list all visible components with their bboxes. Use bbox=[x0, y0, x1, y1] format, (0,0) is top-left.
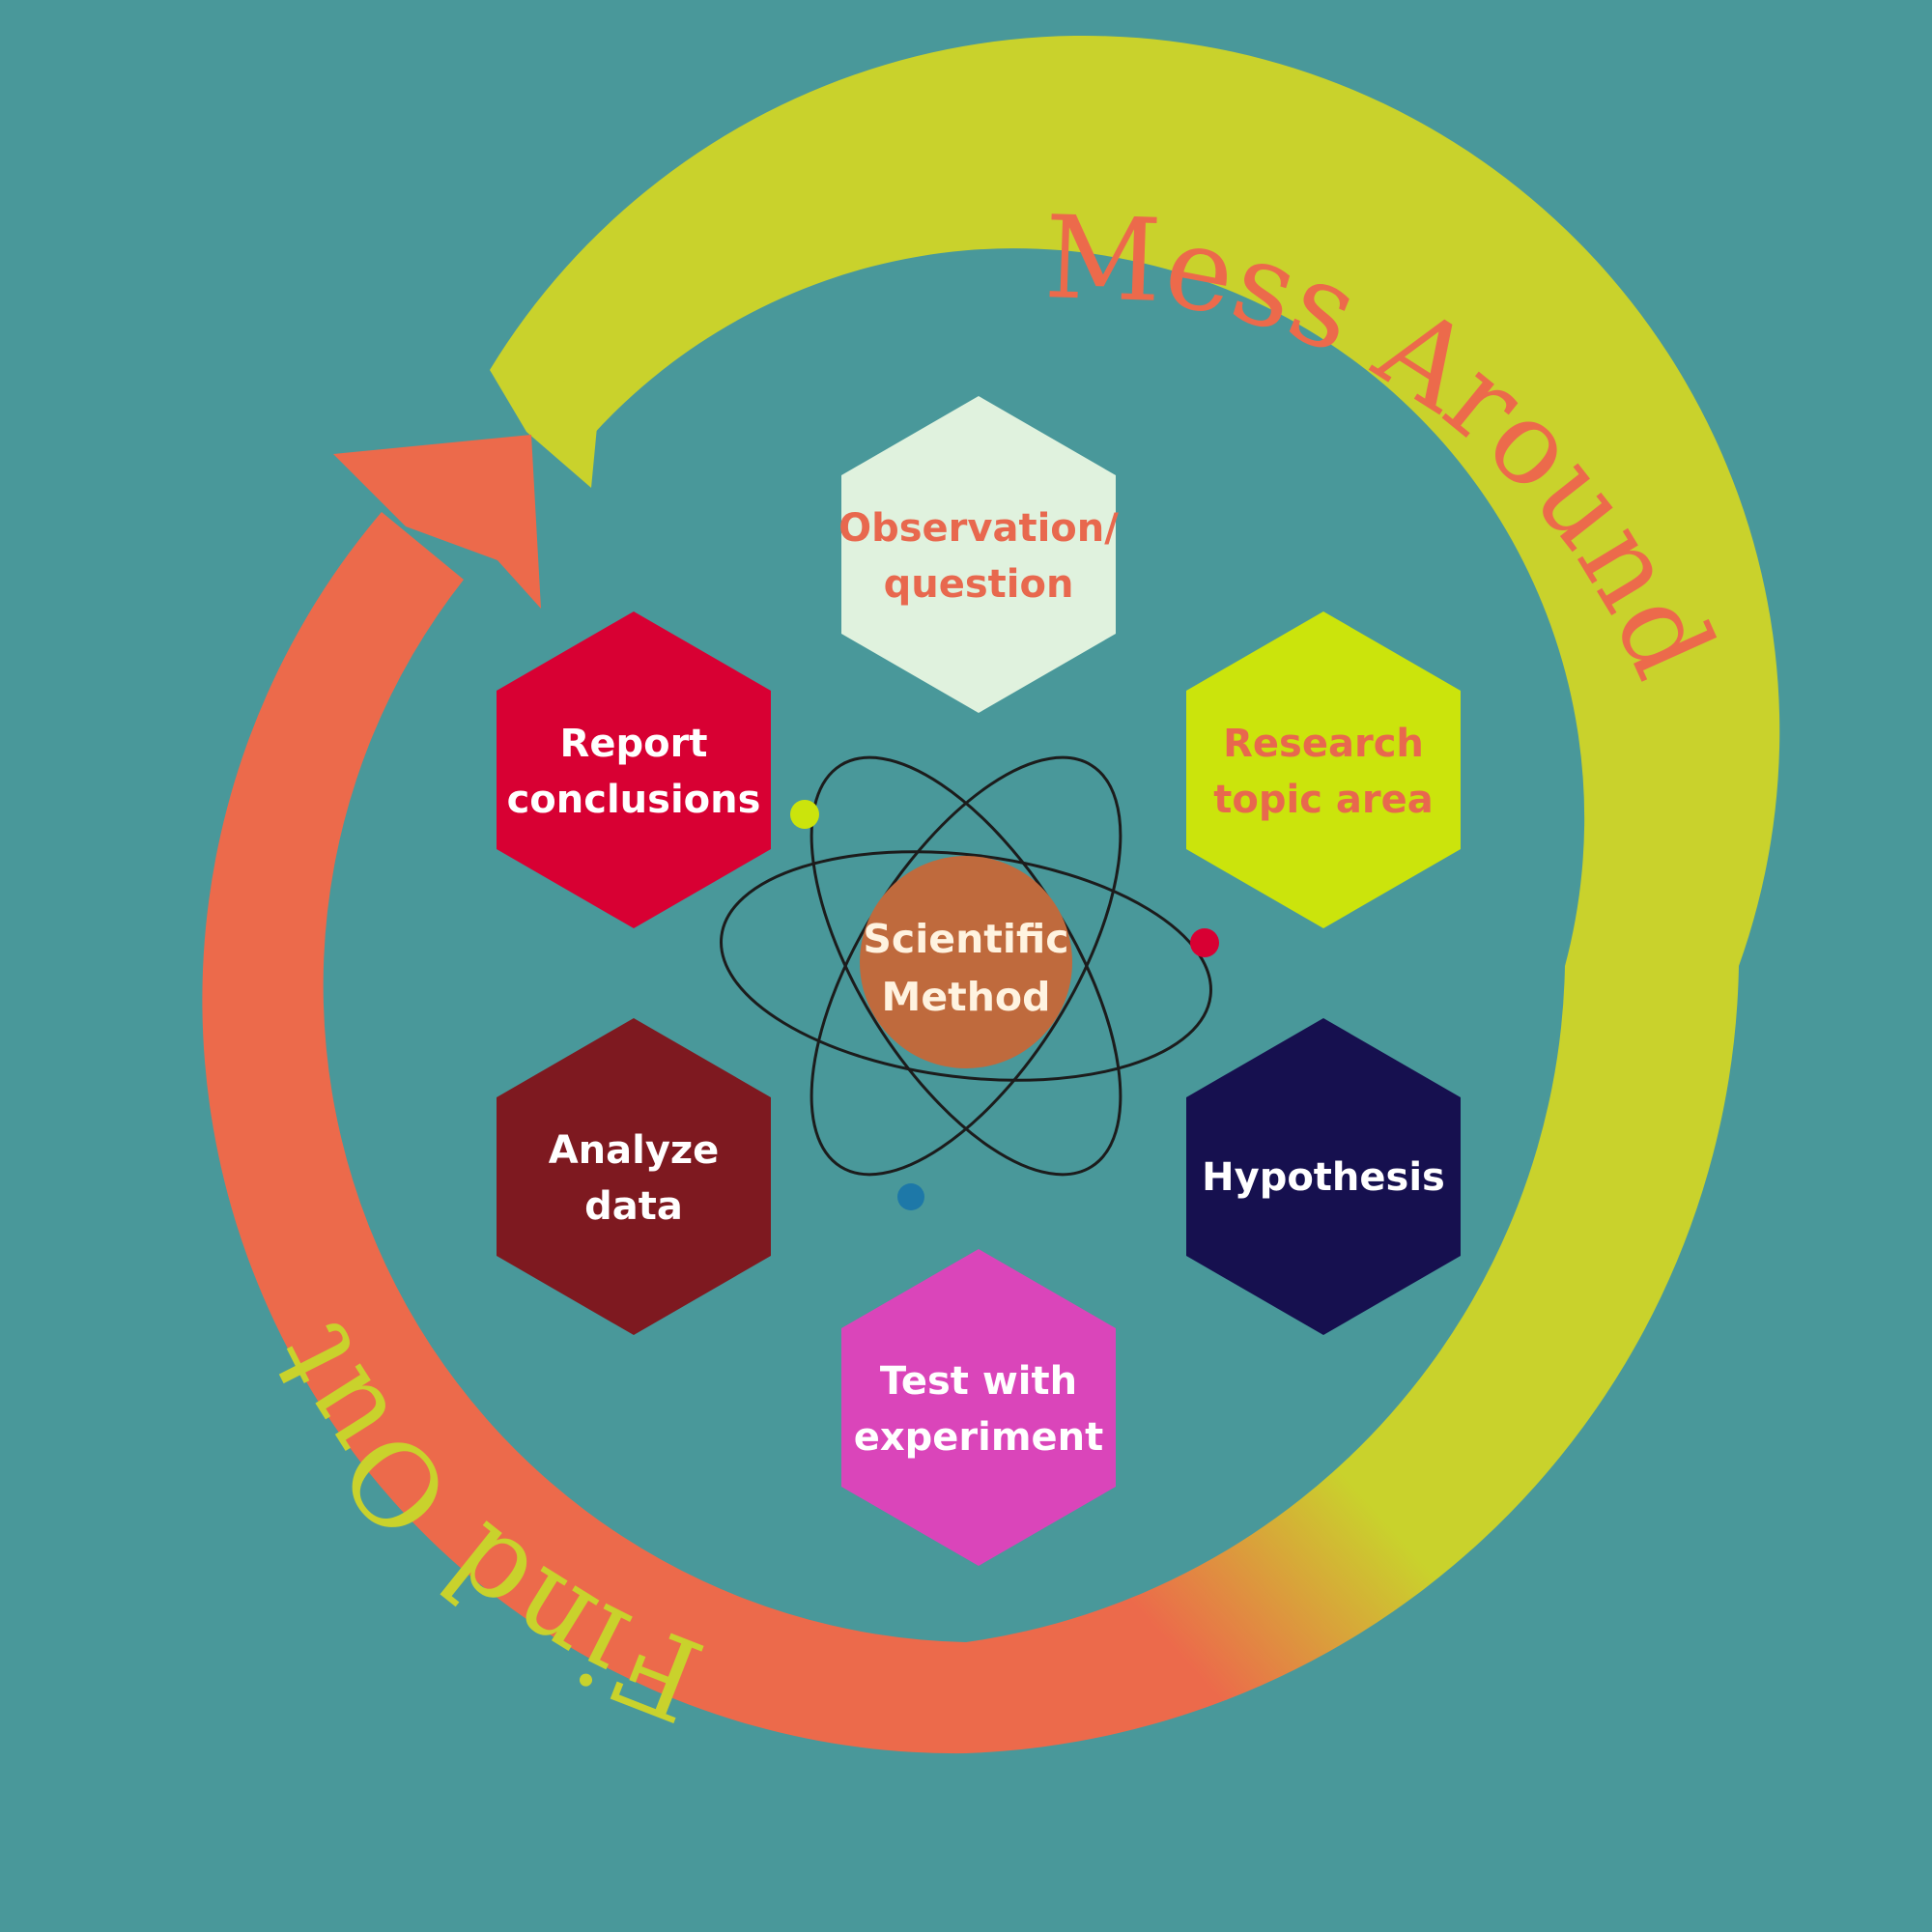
hexagon-shape bbox=[1186, 611, 1461, 928]
electron-blue bbox=[897, 1183, 924, 1210]
yellow-arrow-tail bbox=[490, 370, 601, 488]
step-label-line1: Research bbox=[1223, 722, 1424, 766]
step-hexagon-3: Hypothesis bbox=[1186, 1018, 1461, 1335]
center-circle bbox=[860, 856, 1072, 1068]
orange-arc-band bbox=[202, 512, 966, 1754]
step-label-line2: topic area bbox=[1213, 778, 1433, 822]
orange-arrowhead bbox=[333, 435, 541, 609]
hexagon-shape bbox=[497, 1018, 771, 1335]
yellow-arc-band bbox=[490, 35, 1780, 966]
step-hexagon-2: Research topic area bbox=[1186, 611, 1461, 928]
step-hexagon-5: Analyze data bbox=[497, 1018, 771, 1335]
ring-blend-section bbox=[966, 966, 1739, 1753]
center-label-line1: Scientific bbox=[863, 916, 1068, 962]
step-label-line2: question bbox=[884, 562, 1074, 607]
hexagon-shape bbox=[497, 611, 771, 928]
step-label-line2: data bbox=[584, 1184, 683, 1229]
mess-around-arrow bbox=[490, 35, 1780, 966]
step-label-line1: Hypothesis bbox=[1202, 1155, 1445, 1200]
find-out-arrow bbox=[202, 435, 966, 1754]
step-label-line1: Report bbox=[560, 722, 708, 766]
step-hexagon-6: Report conclusions bbox=[497, 611, 771, 928]
step-hexagon-1: Observation/question bbox=[838, 396, 1119, 713]
step-label-line1: Analyze bbox=[549, 1128, 720, 1173]
step-label-line2: experiment bbox=[854, 1415, 1104, 1460]
electron-yellow bbox=[790, 800, 819, 829]
step-hexagon-4: Test with experiment bbox=[841, 1249, 1116, 1566]
step-label-line2: conclusions bbox=[507, 778, 761, 822]
step-label-line1: Observation/ bbox=[838, 506, 1119, 551]
step-label-line1: Test with bbox=[880, 1359, 1077, 1404]
find-out-label: Find Out bbox=[242, 1306, 719, 1747]
hexagon-shape bbox=[1186, 1018, 1461, 1335]
electron-red bbox=[1190, 928, 1219, 957]
orbit-horizontal bbox=[720, 850, 1212, 1082]
hexagon-shape bbox=[841, 1249, 1116, 1566]
center-label-line2: Method bbox=[882, 974, 1051, 1020]
hexagon-shape bbox=[841, 396, 1116, 713]
